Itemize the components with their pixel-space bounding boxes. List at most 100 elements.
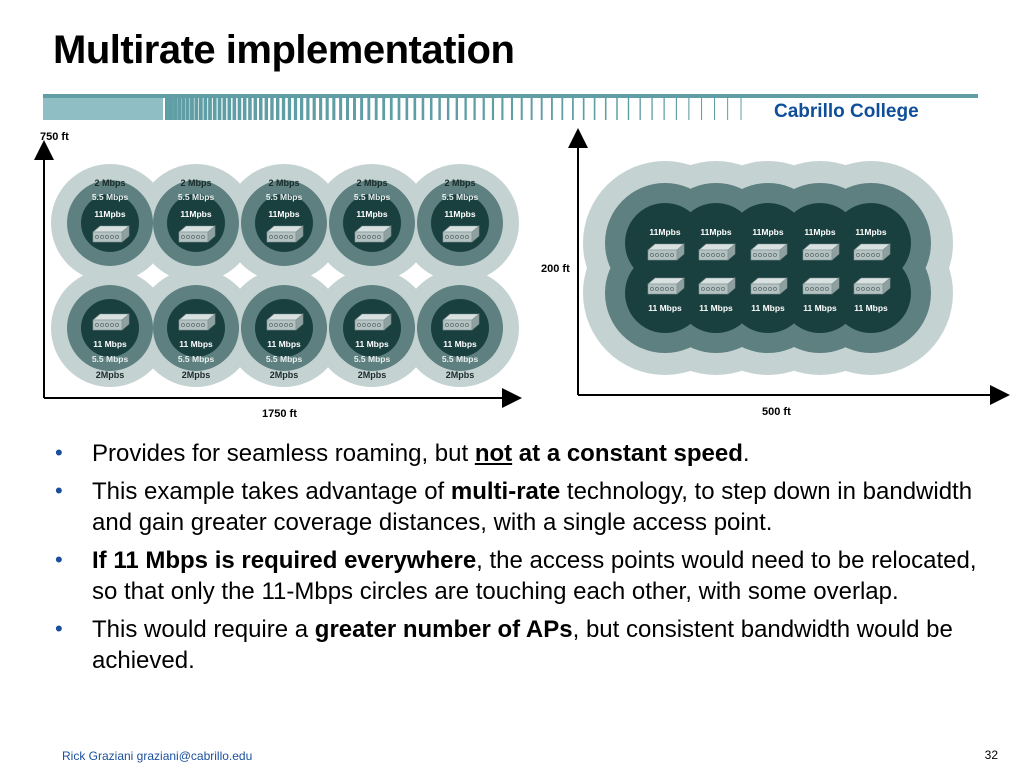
- banner-stripe: [169, 98, 173, 120]
- banner-stripe: [242, 98, 247, 120]
- banner-stripe: [593, 98, 596, 120]
- page-number: 32: [984, 748, 998, 762]
- access-point-icon: [750, 277, 788, 295]
- access-point-icon: [647, 277, 685, 295]
- coverage-rate-label: 5.5 Mbps: [442, 192, 479, 202]
- banner-stripe: [464, 98, 467, 120]
- coverage-rate-label: 11Mpbs: [700, 227, 731, 237]
- banner-stripe: [413, 98, 417, 120]
- coverage-ring-11mbps: [81, 194, 139, 252]
- bullet-dot-icon: •: [55, 547, 63, 572]
- access-point-icon: [354, 313, 392, 331]
- banner-stripe: [281, 98, 286, 120]
- coverage-ring-11mbps: [255, 194, 313, 252]
- access-point-icon: [442, 313, 480, 331]
- bullet-item: • Provides for seamless roaming, but not…: [55, 438, 1000, 469]
- banner-stripe: [491, 98, 495, 120]
- banner-stripe: [740, 98, 742, 120]
- banner-stripe: [306, 98, 310, 120]
- coverage-rate-label: 5.5 Mbps: [92, 354, 129, 364]
- banner-stripe: [382, 98, 386, 120]
- bullet-item: • If 11 Mbps is required everywhere, the…: [55, 545, 1000, 607]
- left-x-axis-label: 1750 ft: [262, 408, 297, 420]
- banner-stripe: [208, 98, 212, 120]
- banner-stripe: [227, 98, 232, 120]
- banner-stripe: [572, 98, 574, 120]
- banner-stripe: [212, 98, 217, 120]
- coverage-rate-label: 2 Mbps: [356, 178, 387, 188]
- banner-stripe: [727, 98, 729, 120]
- coverage-rate-label: 11 Mbps: [443, 339, 477, 349]
- coverage-rate-label: 11 Mbps: [699, 303, 733, 313]
- banner-stripe: [455, 98, 459, 120]
- banner-stripe: [198, 98, 203, 120]
- coverage-rate-label: 11Mpbs: [752, 227, 783, 237]
- access-point-icon: [853, 243, 891, 261]
- access-point-icon: [92, 313, 130, 331]
- banner-stripe: [561, 98, 564, 120]
- access-point-icon: [266, 313, 304, 331]
- coverage-rate-label: 11 Mbps: [93, 339, 127, 349]
- banner-stripe: [293, 98, 298, 120]
- coverage-rate-label: 11Mpbs: [444, 209, 475, 219]
- slide-title: Multirate implementation: [53, 28, 515, 72]
- banner-stripe: [185, 98, 190, 120]
- banner-stripe: [520, 98, 523, 120]
- header-banner: [43, 94, 978, 120]
- coverage-ring-11mbps: [431, 194, 489, 252]
- access-point-icon: [266, 225, 304, 243]
- access-point-icon: [698, 243, 736, 261]
- banner-stripe: [446, 98, 450, 120]
- coverage-rate-label: 2Mpbs: [96, 370, 125, 380]
- coverage-rate-label: 5.5 Mbps: [266, 192, 303, 202]
- banner-stripe: [389, 98, 393, 120]
- coverage-rate-label: 11Mpbs: [804, 227, 835, 237]
- left-y-axis-label: 750 ft: [40, 131, 69, 143]
- bullet-dot-icon: •: [55, 440, 63, 465]
- banner-stripe: [217, 98, 222, 120]
- coverage-rate-label: 11 Mbps: [355, 339, 389, 349]
- banner-stripe: [287, 98, 292, 120]
- banner-stripe: [203, 98, 208, 120]
- coverage-rate-label: 5.5 Mbps: [178, 354, 215, 364]
- coverage-rate-label: 2 Mbps: [444, 178, 475, 188]
- banner-stripe: [713, 98, 715, 120]
- coverage-rate-label: 2 Mbps: [180, 178, 211, 188]
- coverage-diagram: 2 Mbps 5.5 Mbps 11Mpbs 11 Mbps 5.5 Mbps 2Mpbs…: [34, 128, 1010, 420]
- banner-stripe: [550, 98, 553, 120]
- coverage-rate-label: 2 Mbps: [94, 178, 125, 188]
- banner-stripe: [276, 98, 280, 120]
- banner-stripe: [627, 98, 630, 120]
- coverage-rate-label: 11 Mbps: [648, 303, 682, 313]
- coverage-rate-label: 5.5 Mbps: [354, 192, 391, 202]
- banner-stripe: [405, 98, 409, 120]
- access-point-icon: [442, 225, 480, 243]
- banner-stripe: [190, 98, 194, 120]
- banner-stripe: [701, 98, 703, 120]
- coverage-rate-label: 5.5 Mbps: [266, 354, 303, 364]
- banner-stripe: [530, 98, 533, 120]
- banner-stripe: [429, 98, 433, 120]
- access-point-icon: [802, 243, 840, 261]
- banner-stripe: [165, 98, 169, 120]
- banner-stripe: [501, 98, 504, 120]
- banner-stripe: [177, 98, 182, 120]
- coverage-rate-label: 11Mpbs: [268, 209, 299, 219]
- access-point-icon: [178, 225, 216, 243]
- banner-stripe: [270, 98, 274, 120]
- banner-stripe: [482, 98, 485, 120]
- coverage-rate-label: 5.5 Mbps: [442, 354, 479, 364]
- banner-stripe: [194, 98, 199, 120]
- right-y-axis-label: 200 ft: [541, 263, 570, 275]
- college-name: Cabrillo College: [774, 101, 919, 122]
- bullet-item: • This would require a greater number of…: [55, 614, 1000, 676]
- access-point-icon: [647, 243, 685, 261]
- coverage-rate-label: 5.5 Mbps: [178, 192, 215, 202]
- coverage-rate-label: 11Mpbs: [649, 227, 680, 237]
- coverage-rate-label: 11Mpbs: [356, 209, 387, 219]
- coverage-ring-11mbps: [167, 194, 225, 252]
- banner-stripe: [332, 98, 336, 120]
- banner-stripe: [604, 98, 607, 120]
- bullet-dot-icon: •: [55, 616, 63, 641]
